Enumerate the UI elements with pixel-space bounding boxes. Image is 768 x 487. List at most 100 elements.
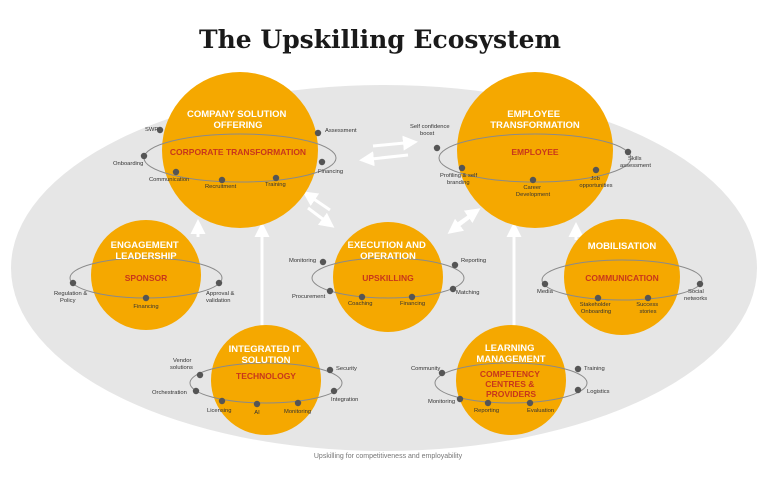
mobilisation-dot <box>644 294 652 302</box>
orbit-rings <box>69 133 703 404</box>
it-label-monitoring: Monitoring <box>284 409 311 415</box>
employee-dot <box>433 144 441 152</box>
it-dot <box>253 400 261 408</box>
company-dot <box>156 126 164 134</box>
execution-label-procurement: Procurement <box>292 294 326 300</box>
execution-subheading: UPSKILLING <box>362 273 414 283</box>
it-orbit <box>189 362 343 404</box>
node-subheadings: CORPORATE TRANSFORMATION EMPLOYEE SPONSO… <box>125 147 659 399</box>
engagement-label-financing: Financing <box>133 304 158 310</box>
it-label-licensing: Licensing <box>207 408 232 414</box>
employee-label-self-confidence: Self confidence boost <box>410 124 451 137</box>
node-headings: COMPANY SOLUTION OFFERING EMPLOYEE TRANS… <box>111 109 657 366</box>
learning-dot <box>574 365 582 373</box>
company-label-swp: SWP <box>145 127 158 133</box>
execution-orbit <box>311 257 465 299</box>
engagement-dot <box>142 294 150 302</box>
execution-dot <box>408 293 416 301</box>
execution-dot <box>449 285 457 293</box>
orbit-dots <box>69 126 704 408</box>
it-circle <box>211 325 321 435</box>
engagement-circle <box>91 220 201 330</box>
it-dot <box>196 371 204 379</box>
it-heading: INTEGRATED IT SOLUTION <box>229 344 304 366</box>
engagement-dot <box>215 279 223 287</box>
engagement-subheading: SPONSOR <box>125 273 168 283</box>
it-label-orchestration: Orchestration <box>152 390 187 396</box>
employee-subheading: EMPLOYEE <box>511 147 559 157</box>
mobilisation-dot <box>541 280 549 288</box>
learning-label-monitoring: Monitoring <box>428 399 455 405</box>
execution-label-monitoring: Monitoring <box>289 258 316 264</box>
mobilisation-subheading: COMMUNICATION <box>585 273 659 283</box>
node-circles <box>91 72 680 435</box>
company-dot <box>140 152 148 160</box>
it-label-vendor: Vendor solutions <box>170 358 193 371</box>
employee-dot <box>624 148 632 156</box>
execution-label-reporting: Reporting <box>461 258 486 264</box>
engagement-label-approval: Approval & validation <box>206 291 236 304</box>
execution-dot <box>451 261 459 269</box>
employee-label-profiling: Profiling & self branding <box>440 173 479 186</box>
it-dot <box>294 399 302 407</box>
arrow-company-to-employee <box>372 135 418 151</box>
execution-circle <box>333 222 443 332</box>
flow-arrows <box>190 135 584 335</box>
execution-label-financing: Financing <box>400 301 425 307</box>
company-dot <box>218 176 226 184</box>
it-dot <box>326 366 334 374</box>
engagement-label-regulation: Regulation & Policy <box>54 291 89 304</box>
diagram-caption: Upskilling for competitiveness and emplo… <box>314 453 463 460</box>
company-dot <box>318 158 326 166</box>
company-dot <box>272 174 280 182</box>
it-dot <box>218 397 226 405</box>
mobilisation-dot <box>696 280 704 288</box>
execution-label-matching: Matching <box>456 290 480 296</box>
learning-label-community: Community <box>411 366 440 372</box>
it-subheading: TECHNOLOGY <box>236 371 296 381</box>
it-label-integration: Integration <box>331 397 358 403</box>
execution-heading: EXECUTION AND OPERATION <box>348 240 429 262</box>
execution-label-coaching: Coaching <box>348 301 373 307</box>
company-label-recruitment: Recruitment <box>205 184 237 190</box>
orbit-labels: SWP Onboarding Communication Recruitment… <box>54 124 707 416</box>
mobilisation-label-stakeholder: Stakeholder Onboarding <box>580 302 613 315</box>
company-label-assessment: Assessment <box>325 128 357 134</box>
company-dot <box>314 129 322 137</box>
it-dot <box>192 387 200 395</box>
learning-circle <box>456 325 566 435</box>
company-label-training: Training <box>265 182 286 188</box>
company-heading: COMPANY SOLUTION OFFERING <box>187 109 289 131</box>
employee-label-career: Career Development <box>516 185 551 198</box>
execution-dot <box>326 287 334 295</box>
execution-dot <box>358 293 366 301</box>
company-label-financing: Financing <box>318 169 343 175</box>
mobilisation-orbit <box>541 259 703 301</box>
learning-heading: LEARNING MANAGEMENT <box>476 343 545 365</box>
learning-orbit <box>434 362 588 404</box>
mobilisation-label-social: Social networks <box>684 289 707 302</box>
company-label-communication: Communication <box>149 177 189 183</box>
employee-label-job: Job opportunities <box>579 176 612 189</box>
engagement-heading: ENGAGEMENT LEADERSHIP <box>111 240 182 262</box>
arrow-execution-to-company <box>302 191 331 212</box>
employee-dot <box>529 176 537 184</box>
mobilisation-label-media: Media <box>537 289 554 295</box>
learning-dot <box>484 399 492 407</box>
mobilisation-heading: MOBILISATION <box>588 241 657 252</box>
company-dot <box>172 168 180 176</box>
learning-dot <box>574 386 582 394</box>
mobilisation-label-success: Success stories <box>636 302 660 315</box>
learning-label-logistics: Logistics <box>587 389 610 395</box>
learning-label-training: Training <box>584 366 605 372</box>
learning-dot <box>526 399 534 407</box>
employee-dot <box>458 164 466 172</box>
learning-subheading: COMPETENCY CENTRES & PROVIDERS <box>480 369 542 399</box>
arrow-employee-to-execution <box>447 211 476 234</box>
it-label-security: Security <box>336 366 357 372</box>
learning-dot <box>456 395 464 403</box>
mobilisation-dot <box>594 294 602 302</box>
it-dot <box>330 387 338 395</box>
employee-circle <box>457 72 613 228</box>
